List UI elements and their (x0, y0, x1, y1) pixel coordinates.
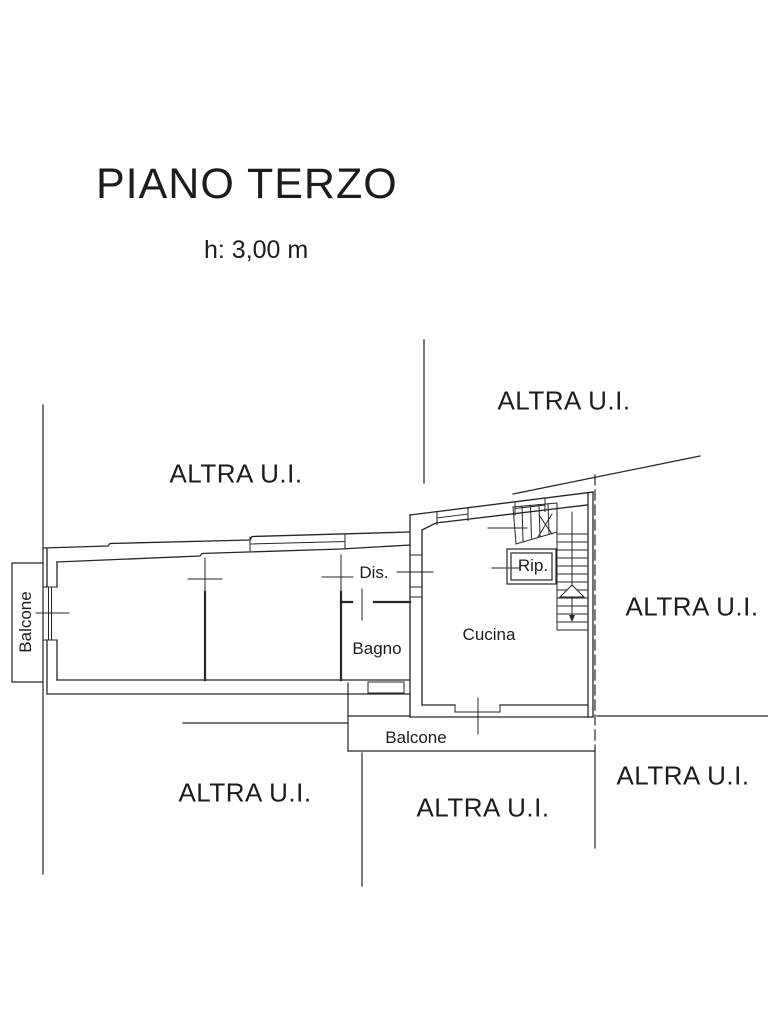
window-sloped-wall (514, 498, 546, 516)
bottom-balcony-outline (347, 682, 596, 752)
staircase (487, 502, 589, 631)
floor-height-note: h: 3,00 m (204, 236, 309, 264)
label-kitchen: Cucina (462, 625, 516, 644)
label-altra-ui-bottom-left: ALTRA U.I. (178, 777, 312, 808)
label-bathroom: Bagno (352, 639, 402, 658)
door-axis-cross (187, 557, 223, 593)
window-sloped-wall (436, 507, 469, 525)
leader-lines (487, 527, 528, 569)
page-title: PIANO TERZO (96, 160, 398, 208)
door-axis-cross (321, 554, 354, 593)
left-wing-walls (35, 531, 411, 695)
stair-direction-arrow (558, 584, 586, 598)
bathroom-window (367, 681, 405, 694)
left-balcony-outline (11, 562, 44, 683)
storage-room-walls (506, 548, 557, 585)
label-balcony-left: Balcone (16, 591, 35, 653)
label-altra-ui-mid-left: ALTRA U.I. (169, 458, 303, 489)
label-balcony-bottom: Balcone (385, 728, 447, 747)
kitchen-block-walls (396, 491, 594, 735)
label-altra-ui-right: ALTRA U.I. (625, 591, 759, 622)
label-storage: Rip. (517, 556, 549, 575)
label-altra-ui-bottom-right: ALTRA U.I. (616, 760, 750, 791)
interior-partitions (187, 554, 412, 682)
label-altra-ui-bottom-center: ALTRA U.I. (416, 792, 550, 823)
label-altra-ui-top-right: ALTRA U.I. (497, 385, 631, 416)
label-hallway: Dis. (359, 563, 389, 582)
